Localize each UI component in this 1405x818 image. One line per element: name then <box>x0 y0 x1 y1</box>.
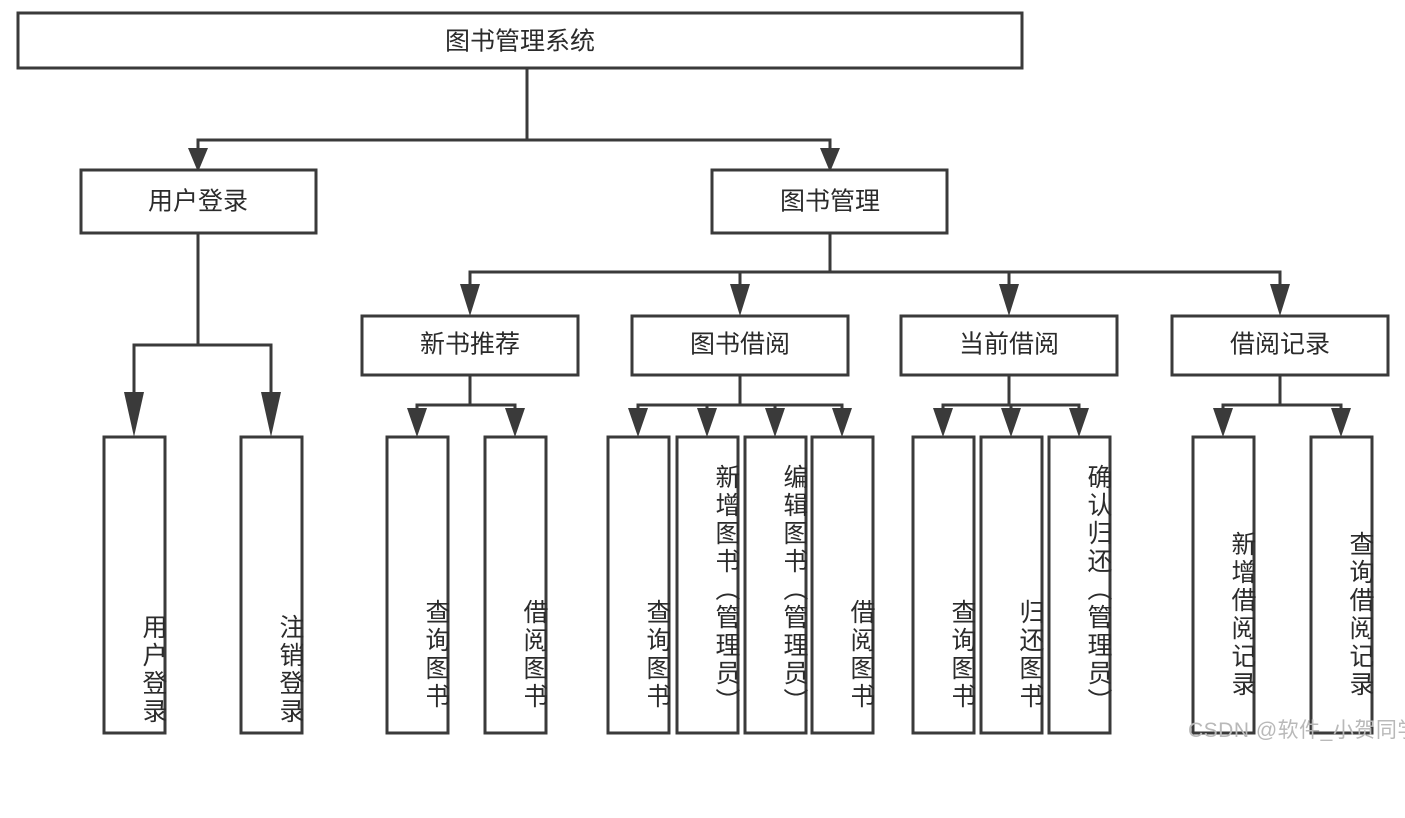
arrow-ul-to-leaf-1 <box>261 392 281 437</box>
arrow-br-to-leaf-0 <box>1213 408 1233 437</box>
node-borrow-record-label: 借阅记录 <box>1230 331 1330 359</box>
connector-group-user-login <box>124 231 281 437</box>
arrow-cb-to-leaf-1 <box>1001 408 1021 437</box>
leaf-box-user-login-1[interactable] <box>239 435 304 735</box>
node-borrow-record-box[interactable] <box>1170 314 1390 377</box>
node-book-borrow-box[interactable] <box>630 314 850 377</box>
leaf-box-book-borrow-0[interactable] <box>606 435 671 735</box>
leaf-box-current-borrow-2[interactable] <box>1047 435 1112 735</box>
connector-group-root <box>188 66 840 172</box>
arrow-cb-to-leaf-2 <box>1069 408 1089 437</box>
leaf-box-new-book-1[interactable] <box>483 435 548 735</box>
connector-group-current-borrow <box>933 373 1089 437</box>
arrow-ul-to-leaf-0 <box>124 392 144 437</box>
node-new-book-recommend-box[interactable] <box>360 314 580 377</box>
node-book-borrow-label: 图书借阅 <box>690 331 790 359</box>
connector-group-book-borrow <box>628 373 852 437</box>
leaf-box-book-borrow-1[interactable] <box>675 435 740 735</box>
node-book-manage-label: 图书管理 <box>780 188 880 216</box>
arrow-bm-to-current-borrow <box>999 284 1019 316</box>
arrow-bm-to-borrow-record <box>1270 284 1290 316</box>
leaf-box-book-borrow-3[interactable] <box>810 435 875 735</box>
diagram-canvas-root: 图书管理系统 用户登录 图书管理 新书推荐 图书借阅 当前借阅 借阅记录 <box>16 11 1405 742</box>
node-current-borrow[interactable]: 当前借阅 <box>899 314 1119 377</box>
arrow-bb-to-leaf-2 <box>765 408 785 437</box>
node-user-login-box[interactable] <box>79 168 318 235</box>
node-root-system-box[interactable] <box>16 11 1024 70</box>
arrow-cb-to-leaf-0 <box>933 408 953 437</box>
connector-group-borrow-record <box>1213 373 1351 437</box>
node-borrow-record[interactable]: 借阅记录 <box>1170 314 1390 377</box>
csdn-watermark: CSDN @软件_小贺同学 <box>1188 719 1405 742</box>
arrow-bm-to-new-book <box>460 284 480 316</box>
node-book-borrow[interactable]: 图书借阅 <box>630 314 850 377</box>
arrow-bb-to-leaf-3 <box>832 408 852 437</box>
arrow-bb-to-leaf-1 <box>697 408 717 437</box>
connector-group-book-manage <box>460 231 1290 316</box>
node-root-system-label: 图书管理系统 <box>445 28 595 56</box>
leaf-box-borrow-record-0[interactable] <box>1191 435 1256 735</box>
leaf-box-book-borrow-2[interactable] <box>743 435 808 735</box>
node-user-login[interactable]: 用户登录 <box>79 168 318 235</box>
node-current-borrow-box[interactable] <box>899 314 1119 377</box>
node-user-login-label: 用户登录 <box>148 188 248 216</box>
leaf-box-borrow-record-1[interactable] <box>1309 435 1374 735</box>
leaf-box-new-book-0[interactable] <box>385 435 450 735</box>
node-root-system[interactable]: 图书管理系统 <box>16 11 1024 70</box>
tree-diagram-svg: 图书管理系统 用户登录 图书管理 新书推荐 图书借阅 当前借阅 借阅记录 <box>16 11 1390 735</box>
arrow-root-to-user-login <box>188 148 208 172</box>
node-new-book-recommend-label: 新书推荐 <box>420 331 520 359</box>
node-book-manage[interactable]: 图书管理 <box>710 168 949 235</box>
arrow-bb-to-leaf-0 <box>628 408 648 437</box>
node-current-borrow-label: 当前借阅 <box>959 331 1059 359</box>
connector-group-new-book <box>407 373 525 437</box>
arrow-nb-to-leaf-1 <box>505 408 525 437</box>
arrow-nb-to-leaf-0 <box>407 408 427 437</box>
node-book-manage-box[interactable] <box>710 168 949 235</box>
leaf-box-current-borrow-1[interactable] <box>979 435 1044 735</box>
arrow-br-to-leaf-1 <box>1331 408 1351 437</box>
leaf-box-current-borrow-0[interactable] <box>911 435 976 735</box>
leaf-box-user-login-0[interactable] <box>102 435 167 735</box>
arrow-root-to-book-manage <box>820 148 840 172</box>
node-new-book-recommend[interactable]: 新书推荐 <box>360 314 580 377</box>
arrow-bm-to-book-borrow <box>730 284 750 316</box>
